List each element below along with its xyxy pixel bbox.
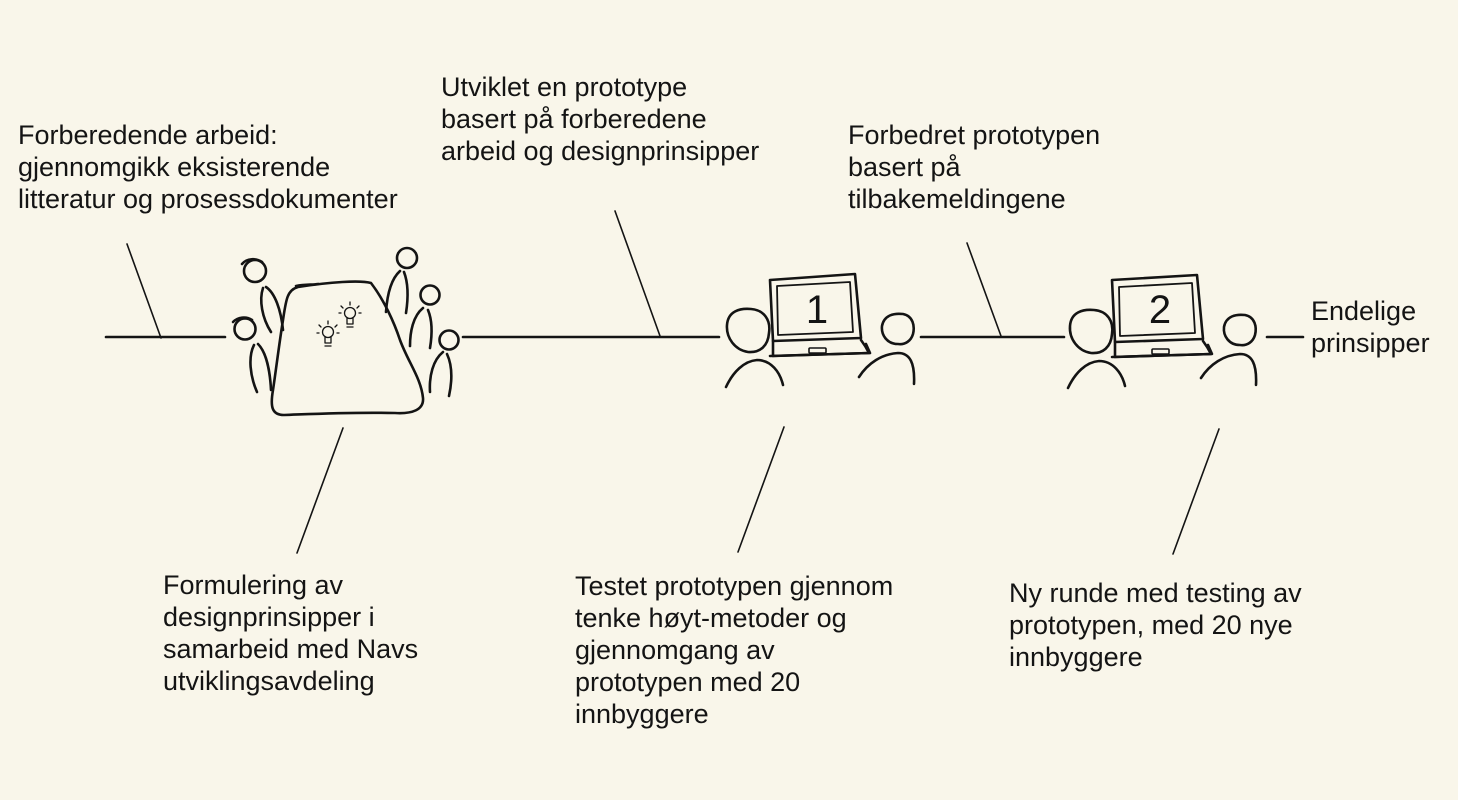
step2-line: Formulering av bbox=[163, 570, 344, 600]
laptop-icon bbox=[768, 272, 872, 358]
laptop-user-test-icon: 2 bbox=[1066, 273, 1258, 390]
person-icon bbox=[231, 316, 273, 394]
step1-line: gjennomgikk eksisterende bbox=[18, 152, 331, 182]
person-icon bbox=[240, 257, 285, 334]
step4-line: gjennomgang av bbox=[575, 635, 775, 665]
person-icon bbox=[384, 246, 419, 315]
step4-line: tenke høyt-metoder og bbox=[575, 603, 847, 633]
table-corner-stroke bbox=[294, 282, 320, 288]
connector-step6 bbox=[1172, 428, 1220, 555]
step4-line: prototypen med 20 bbox=[575, 667, 801, 697]
connector-step1 bbox=[126, 243, 162, 339]
step1-label: Forberedende arbeid: gjennomgikk eksiste… bbox=[18, 119, 398, 215]
step3-line: arbeid og designprinsipper bbox=[441, 136, 760, 166]
step6-line: prototypen, med 20 nye bbox=[1009, 610, 1293, 640]
person-icon bbox=[428, 329, 460, 398]
connectors bbox=[126, 210, 1220, 555]
step6-line: Ny runde med testing av bbox=[1009, 578, 1302, 608]
step7-line: Endelige bbox=[1311, 296, 1417, 326]
step1-line: litteratur og prosessdokumenter bbox=[18, 184, 398, 214]
step6-label: Ny runde med testing av prototypen, med … bbox=[1009, 577, 1302, 673]
step6-line: innbyggere bbox=[1009, 642, 1143, 672]
step1-line: Forberedende arbeid: bbox=[18, 120, 278, 150]
lightbulb-icon bbox=[338, 301, 362, 328]
observer-person-icon bbox=[1199, 313, 1258, 387]
step5-line: Forbedret prototypen bbox=[848, 120, 1101, 150]
lightbulb-icon bbox=[316, 320, 340, 347]
step2-line: samarbeid med Navs bbox=[163, 634, 419, 664]
connector-step2 bbox=[296, 427, 344, 554]
table-outline bbox=[270, 280, 425, 417]
person-icon bbox=[408, 284, 441, 350]
observer-person-icon bbox=[857, 312, 916, 386]
tester-person-icon bbox=[1066, 308, 1127, 390]
laptop-icon bbox=[1110, 273, 1214, 359]
step2-label: Formulering av designprinsipper i samarb… bbox=[163, 569, 418, 697]
step3-line: basert på forberedene bbox=[441, 104, 707, 134]
step4-line: innbyggere bbox=[575, 699, 709, 729]
step5-label: Forbedret prototypen basert på tilbakeme… bbox=[848, 119, 1100, 215]
step2-line: designprinsipper i bbox=[163, 602, 375, 632]
laptop-number-2: 2 bbox=[1149, 288, 1171, 332]
step2-line: utviklingsavdeling bbox=[163, 666, 375, 696]
connector-step5 bbox=[966, 242, 1002, 337]
step3-line: Utviklet en prototype bbox=[441, 72, 688, 102]
step7-label: Endelige prinsipper bbox=[1311, 295, 1430, 359]
meeting-table-icon bbox=[231, 246, 460, 417]
connector-step4 bbox=[737, 426, 785, 553]
step5-line: tilbakemeldingene bbox=[848, 184, 1066, 214]
step7-line: prinsipper bbox=[1311, 328, 1430, 358]
laptop-user-test-icon: 1 bbox=[724, 272, 916, 389]
connector-step3 bbox=[614, 210, 661, 337]
step3-label: Utviklet en prototype basert på forbered… bbox=[441, 71, 759, 167]
laptop-number-1: 1 bbox=[806, 288, 828, 332]
step5-line: basert på bbox=[848, 152, 961, 182]
tester-person-icon bbox=[724, 307, 785, 389]
step4-line: Testet prototypen gjennom bbox=[575, 571, 894, 601]
step4-label: Testet prototypen gjennom tenke høyt-met… bbox=[575, 570, 893, 730]
